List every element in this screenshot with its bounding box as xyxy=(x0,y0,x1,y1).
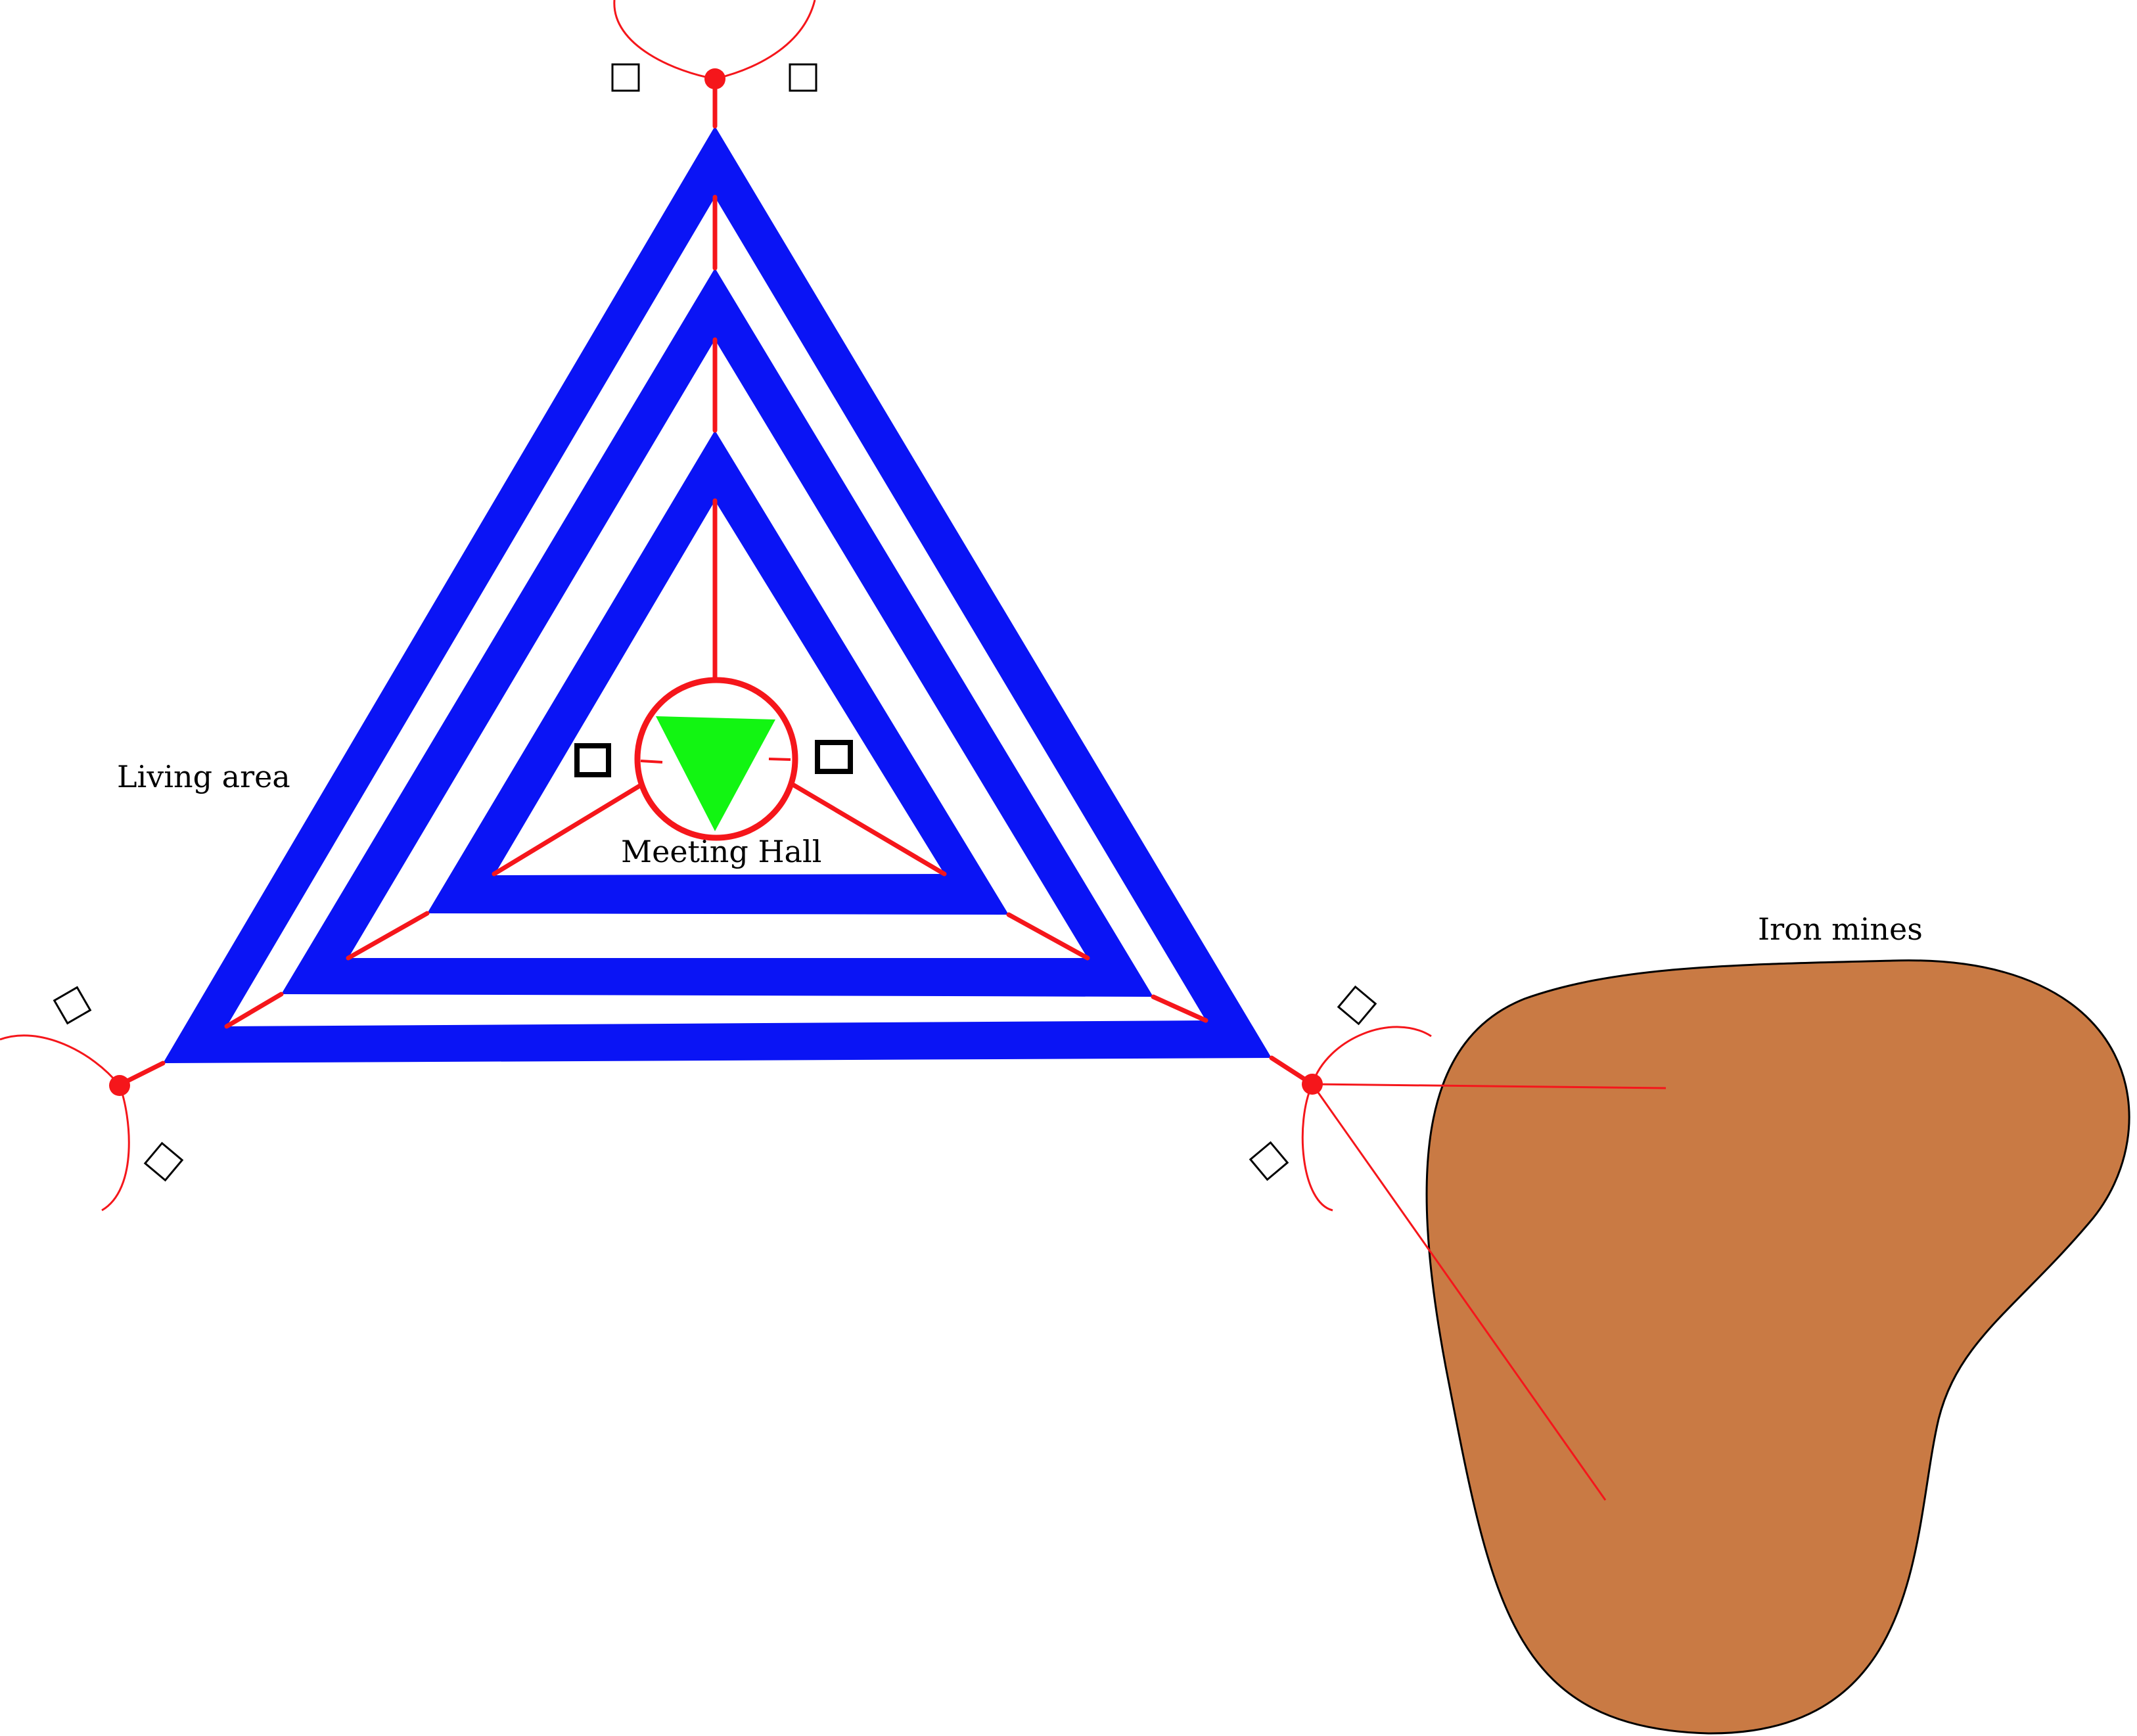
inner-wall xyxy=(427,430,1009,915)
square-icon[interactable] xyxy=(611,63,640,92)
hall-tick-right xyxy=(768,758,791,761)
red-dot-icon[interactable] xyxy=(109,1075,130,1096)
living-area-label: Living area xyxy=(117,759,290,794)
hall-tick-left xyxy=(640,760,663,764)
square-icon[interactable] xyxy=(574,743,611,777)
iron-mines-label: Iron mines xyxy=(1758,911,1923,947)
road-left-to-hall xyxy=(492,783,643,877)
hall-ticks xyxy=(640,758,791,764)
square-icon[interactable] xyxy=(53,986,92,1025)
road-right-to-hall xyxy=(788,781,947,877)
square-icon[interactable] xyxy=(1337,985,1377,1026)
mine-road-upper xyxy=(1312,1083,1666,1089)
square-icon[interactable] xyxy=(143,1141,184,1182)
gate-top xyxy=(611,0,817,92)
gate-left xyxy=(0,986,184,1212)
red-dot-icon[interactable] xyxy=(1302,1074,1323,1095)
gate-right-arcs xyxy=(1301,1026,1432,1212)
gate-left-arcs xyxy=(0,1034,130,1212)
meeting-hall-label: Meeting Hall xyxy=(621,834,821,869)
road-right-gap-1 xyxy=(1151,994,1208,1023)
gate-right xyxy=(1249,985,1432,1212)
square-icon[interactable] xyxy=(1249,1141,1289,1181)
square-icon[interactable] xyxy=(815,740,853,774)
road-right-gap-2 xyxy=(1006,912,1090,961)
gate-top-arcs xyxy=(613,0,816,80)
road-left-gap-1 xyxy=(224,992,284,1029)
mine-roads xyxy=(1311,1083,1666,1501)
red-dot-icon[interactable] xyxy=(704,68,725,89)
mine-road-lower xyxy=(1311,1084,1607,1501)
green-triangle-icon xyxy=(656,716,775,831)
square-icon[interactable] xyxy=(789,63,817,92)
iron-mines-area[interactable] xyxy=(1425,959,2130,1735)
middle-wall xyxy=(281,268,1153,997)
road-left-gap-2 xyxy=(346,911,430,961)
internal-roads xyxy=(116,78,1315,1088)
